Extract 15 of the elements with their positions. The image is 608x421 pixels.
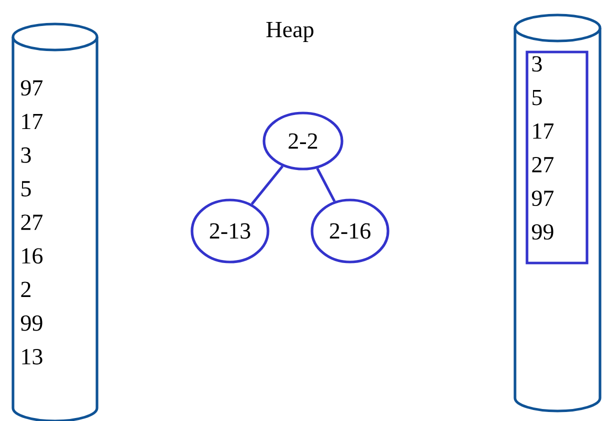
tree-edge <box>250 165 284 205</box>
title: Heap <box>266 22 314 42</box>
sorted-box: 3 5 17 27 97 99 <box>526 50 588 264</box>
node-label: 99 <box>20 315 42 331</box>
node-label: 27 <box>21 214 43 230</box>
node-label: 2 <box>21 282 30 298</box>
node-label: 5 <box>22 181 31 196</box>
node-label: 3 <box>21 147 31 163</box>
node-label: 17 <box>22 114 43 130</box>
node-label: 16 <box>22 248 43 264</box>
node-label: 13 <box>22 349 42 364</box>
cylinder <box>514 14 602 412</box>
node-label: 97 <box>20 80 43 96</box>
cylinder: 97 17 3 5 27 16 2 99 13 <box>12 22 98 421</box>
tree-edge <box>316 168 336 202</box>
